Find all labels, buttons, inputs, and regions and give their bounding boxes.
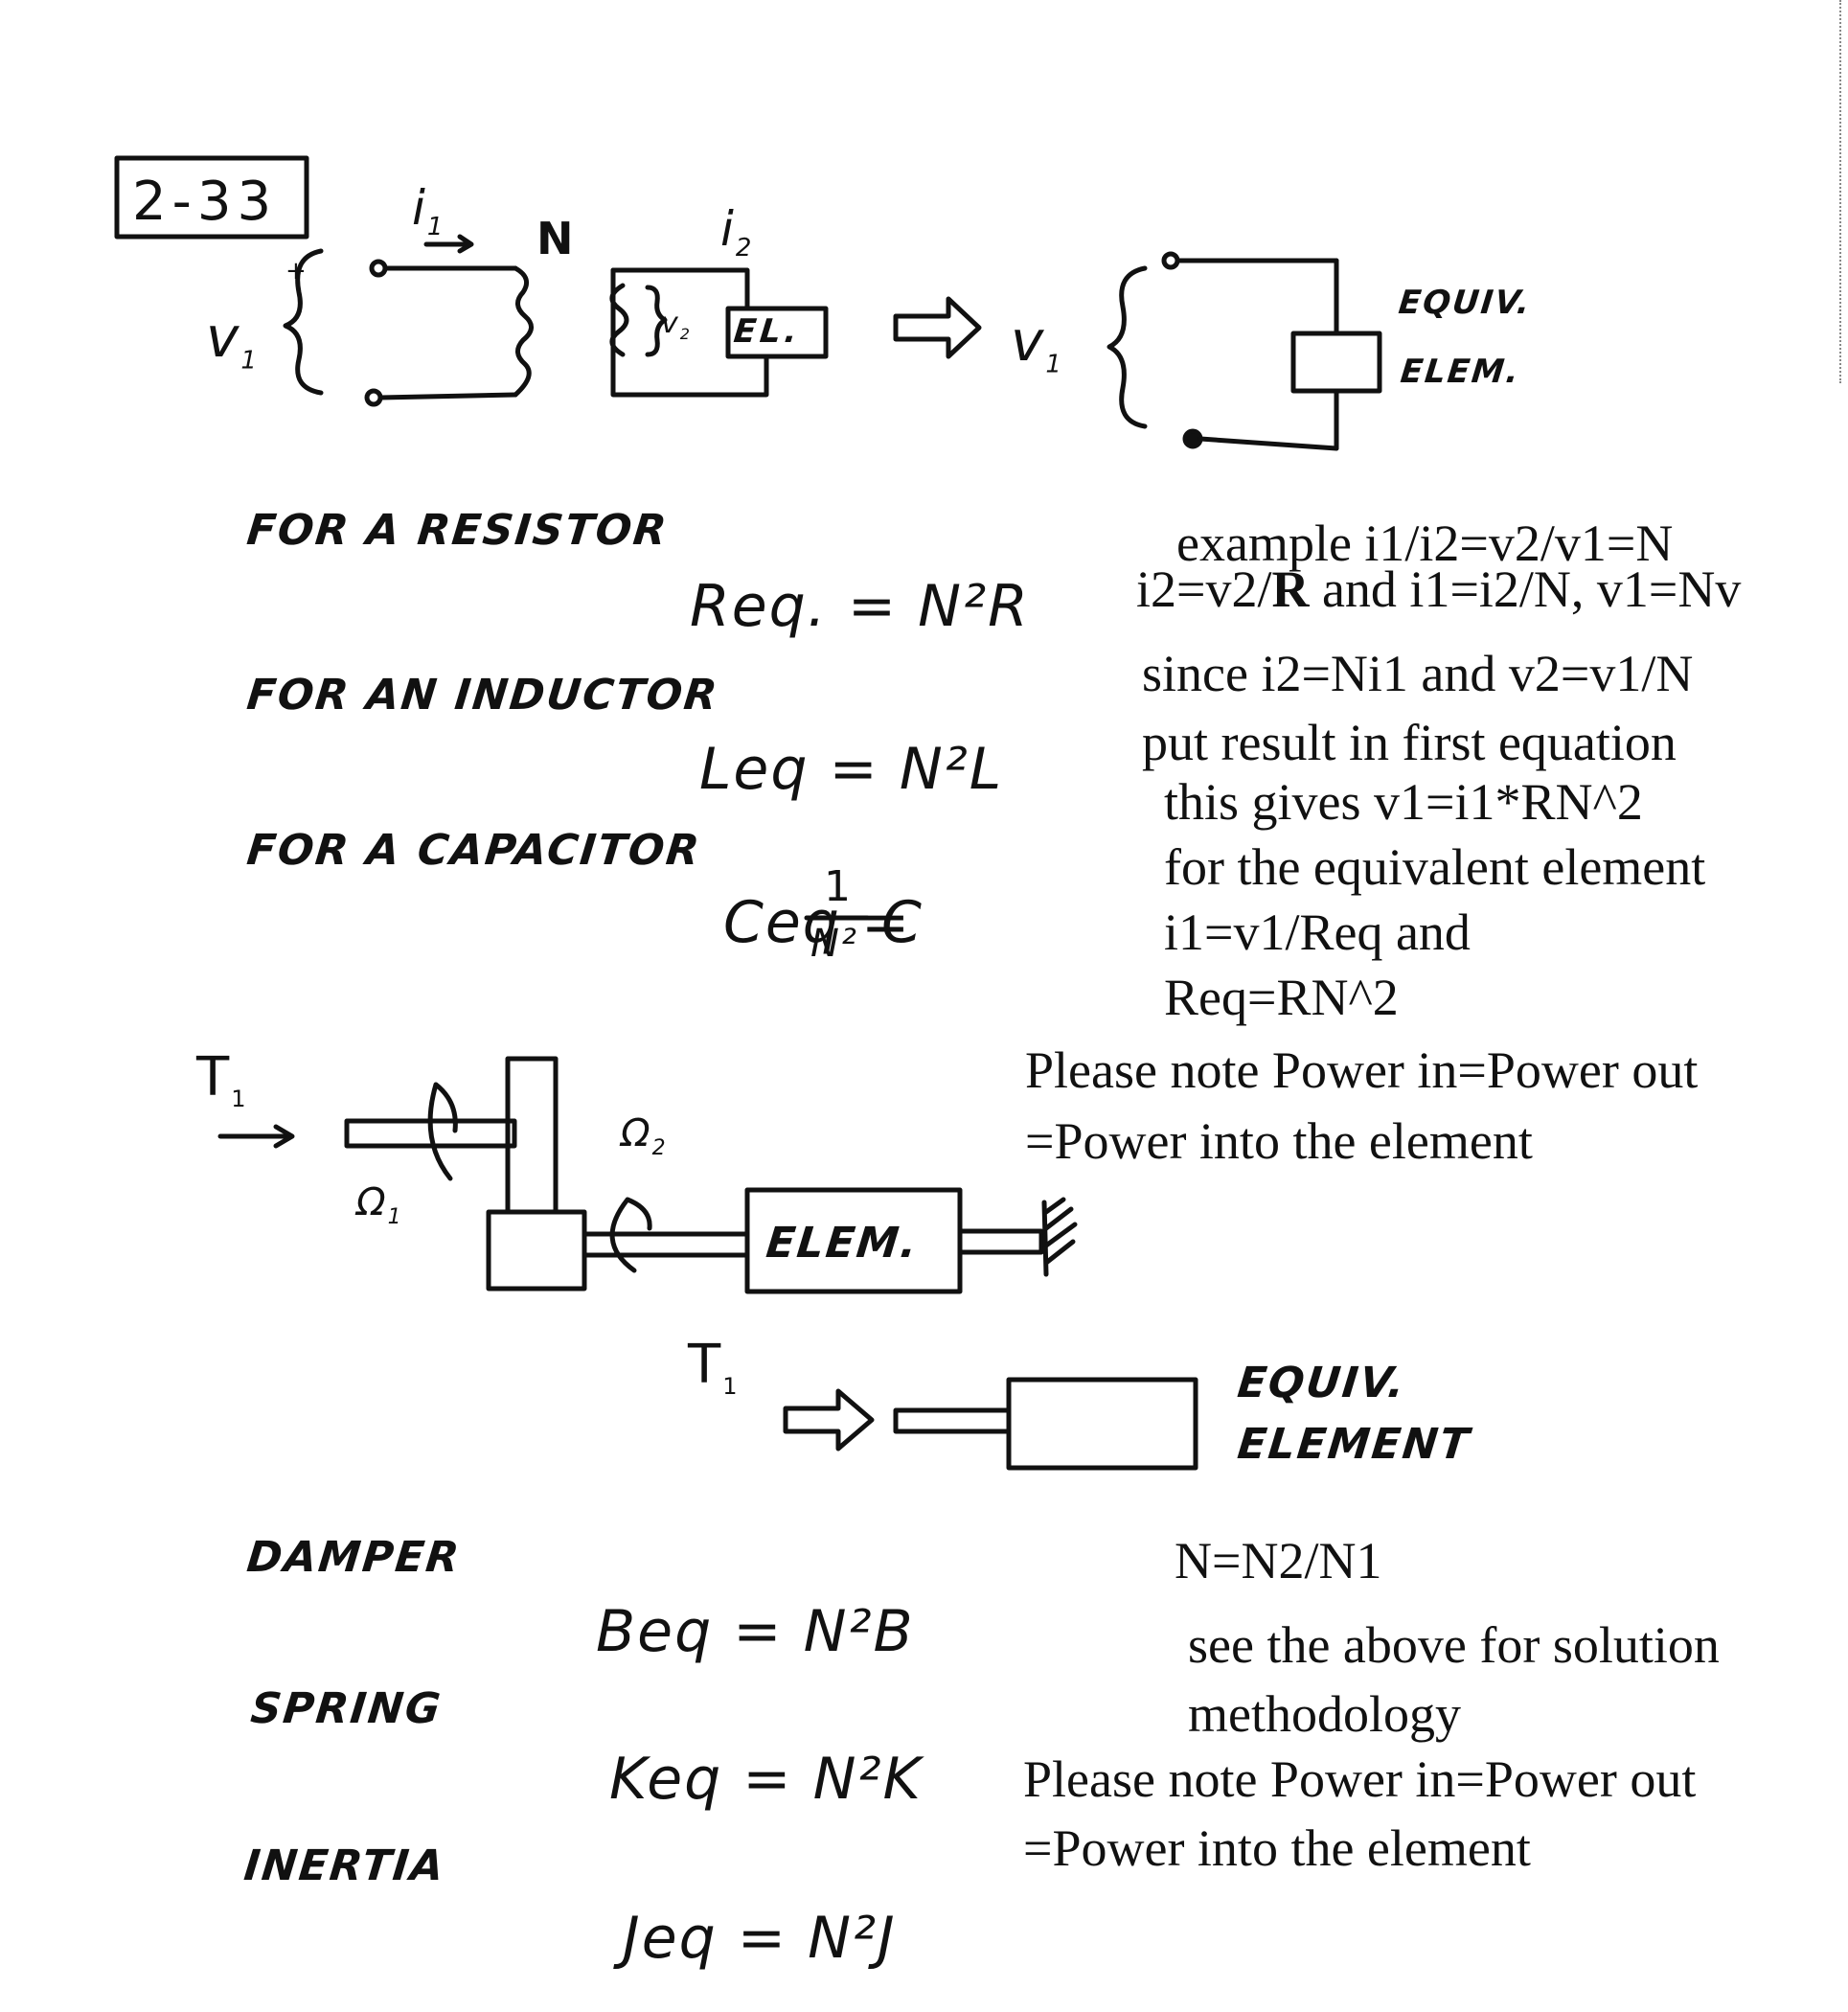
explanation-line-1: example i1/i2=v2/v1=N [1176, 514, 1674, 572]
explanation-line-8: Req=RN^2 [1164, 969, 1399, 1026]
spring-equation: Keq = N²K [609, 1746, 923, 1813]
omega1-arrow [427, 1082, 458, 1181]
power-note-2-line-2: =Power into the element [1023, 1819, 1531, 1877]
v1-label: v1 [206, 305, 259, 376]
torque-t1-equiv-label: T1 [688, 1334, 740, 1401]
secondary-coil [609, 283, 629, 357]
equiv-elem-label-1: EQUIV. [1396, 284, 1534, 322]
n-ratio-label: N [536, 213, 576, 264]
problem-number: 2-33 [132, 171, 278, 233]
resistor-heading: FOR A RESISTOR [244, 506, 671, 555]
secondary-element-box [725, 306, 829, 359]
equiv-element-box [1290, 331, 1382, 394]
secondary-circuit [609, 267, 829, 398]
power-note-1-line-1: Please note Power in=Power out [1025, 1041, 1699, 1099]
plus-sign: + [285, 257, 308, 286]
capacitor-numerator: 1 [824, 862, 853, 911]
methodology-line-1: see the above for solution [1188, 1616, 1720, 1674]
gear-2 [486, 1209, 587, 1292]
mech-equiv-box [1006, 1377, 1198, 1471]
equiv-shaft [893, 1407, 1012, 1434]
v2-brace [645, 285, 668, 357]
resistor-equation: Req. = N²R [690, 573, 1030, 640]
inductor-heading: FOR AN INDUCTOR [244, 671, 721, 720]
mech-equiv-label-2: ELEMENT [1235, 1420, 1473, 1469]
page-edge-mark [1839, 0, 1841, 383]
capacitor-heading: FOR A CAPACITOR [244, 826, 703, 875]
methodology-line-2: methodology [1188, 1685, 1461, 1743]
torque-t1-label: T1 [196, 1046, 248, 1113]
inductor-equation: Leq = N²L [699, 736, 1004, 803]
explanation-line-6: for the equivalent element [1164, 838, 1706, 896]
omega1-label: Ω1 [356, 1180, 403, 1229]
v1-equiv-label: v1 [1011, 309, 1063, 379]
secondary-element-label: EL. [731, 312, 803, 351]
inertia-heading: INERTIA [241, 1841, 448, 1890]
explanation-line-4: put result in first equation [1142, 714, 1677, 771]
explanation-line-7: i1=v1/Req and [1164, 903, 1471, 961]
n-definition: N=N2/N1 [1175, 1532, 1382, 1589]
spring-heading: SPRING [248, 1684, 445, 1733]
v1-brace-equiv [1107, 265, 1148, 429]
equiv-elem-label-2: ELEM. [1398, 353, 1522, 391]
primary-coil [513, 265, 534, 398]
omega2-arrow [609, 1197, 652, 1273]
inertia-equation: Jeq = N²J [623, 1905, 897, 1972]
power-note-2-line-1: Please note Power in=Power out [1023, 1750, 1697, 1808]
mech-element-label: ELEM. [764, 1219, 922, 1268]
ground-shaft [957, 1228, 1044, 1255]
gear-train [217, 1056, 1078, 1294]
i2-label: i2 [720, 201, 754, 263]
implies-arrow-1 [893, 296, 982, 359]
explanation-line-2: i2=v2/R and i1=i2/N, v1=Nv [1136, 560, 1742, 618]
equivalent-circuit [1107, 251, 1382, 451]
mech-equiv-label-1: EQUIV. [1235, 1359, 1409, 1407]
capacitor-lhs: Ceq = [723, 889, 912, 956]
damper-heading: DAMPER [244, 1533, 464, 1582]
problem-number-box [114, 155, 309, 240]
output-shaft [582, 1231, 750, 1258]
i1-label: i1 [412, 180, 445, 241]
omega2-label: Ω2 [621, 1111, 668, 1160]
explanation-line-5: this gives v1=i1*RN^2 [1164, 773, 1643, 831]
damper-equation: Beq = N²B [596, 1598, 915, 1665]
primary-circuit [283, 234, 534, 407]
capacitor-rhs: C [881, 889, 924, 956]
v2-label: v2 [661, 307, 692, 343]
explanation-line-3: since i2=Ni1 and v2=v1/N [1142, 645, 1694, 702]
power-note-1-line-2: =Power into the element [1025, 1112, 1533, 1170]
v1-brace [283, 248, 324, 396]
capacitor-denominator: N² [810, 922, 858, 966]
mech-equivalent [783, 1377, 1198, 1471]
implies-arrow-2 [783, 1388, 875, 1452]
